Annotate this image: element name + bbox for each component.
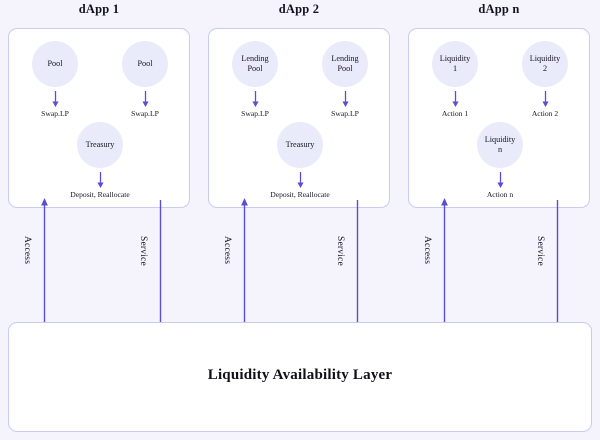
down-arrow-icon [51, 91, 60, 108]
node-label-line1: Treasury [85, 140, 115, 150]
dapp-title-2: dApp 2 [278, 2, 320, 16]
node-liquidity-n: Liquidity n [477, 122, 523, 168]
node-label-line2: Pool [337, 64, 353, 73]
connector-service-1 [155, 200, 166, 341]
arrow-label-deposit-reallocate-2: Deposit, Reallocate [270, 190, 330, 199]
node-label-line1: Lending [241, 54, 269, 64]
liquidity-availability-layer-box: Liquidity Availability Layer [8, 322, 592, 432]
connector-label-service-1: Service [138, 236, 148, 266]
node-label-line1: Liquidity [529, 54, 561, 64]
node-liquidity-1: Liquidity 1 [432, 41, 478, 87]
node-label-line1: Liquidity [439, 54, 471, 64]
down-arrow-icon [341, 91, 350, 108]
node-pool-1a: Pool [32, 41, 78, 87]
node-label-line1: Pool [137, 59, 153, 69]
connector-service-2 [352, 200, 363, 341]
node-label-line1: Lending [331, 54, 359, 64]
node-treasury-2: Treasury [277, 122, 323, 168]
node-lending-pool-2b: Lending Pool [322, 41, 368, 87]
liquidity-availability-layer-title: Liquidity Availability Layer [207, 367, 393, 383]
down-arrow-icon [296, 172, 305, 189]
arrow-label-action-n: Action n [486, 190, 514, 199]
dapp-title-1: dApp 1 [78, 2, 120, 16]
down-arrow-icon [451, 91, 460, 108]
arrow-label-swap-lp-2a: Swap.LP [241, 109, 269, 118]
arrow-label-deposit-reallocate-1: Deposit, Reallocate [70, 190, 130, 199]
down-arrow-icon [251, 91, 260, 108]
node-pool-1b: Pool [122, 41, 168, 87]
down-arrow-icon [541, 91, 550, 108]
node-treasury-1: Treasury [77, 122, 123, 168]
down-arrow-icon [141, 91, 150, 108]
arrow-label-swap-lp-1a: Swap.LP [41, 109, 69, 118]
arrow-label-swap-lp-1b: Swap.LP [131, 109, 159, 118]
node-label-line2: 2 [542, 64, 548, 73]
node-label-line1: Liquidity [484, 135, 516, 145]
arrow-label-action-2: Action 2 [531, 109, 559, 118]
dapp-panel-3: Liquidity 1 Action 1 Liquidity 2 Action … [408, 28, 590, 208]
node-label-line1: Pool [47, 59, 63, 69]
connector-access-3 [439, 196, 450, 341]
connector-label-service-3: Service [535, 236, 545, 266]
node-liquidity-2: Liquidity 2 [522, 41, 568, 87]
dapp-panel-2: Lending Pool Swap.LP Lending Pool Swap.L… [208, 28, 390, 208]
connector-label-access-1: Access [22, 236, 32, 265]
arrow-label-swap-lp-2b: Swap.LP [331, 109, 359, 118]
node-label-line2: Pool [247, 64, 263, 73]
connector-service-3 [552, 200, 563, 341]
connector-label-access-2: Access [222, 236, 232, 265]
connector-access-1 [39, 196, 50, 341]
connector-label-access-3: Access [422, 236, 432, 265]
dapp-panel-1: Pool Swap.LP Pool Swap.LP Treasury [8, 28, 190, 208]
node-label-line2: n [497, 145, 503, 154]
dapp-title-3: dApp n [478, 2, 520, 16]
down-arrow-icon [496, 172, 505, 189]
connector-label-service-2: Service [335, 236, 345, 266]
node-label-line1: Treasury [285, 140, 315, 150]
connector-access-2 [239, 196, 250, 341]
down-arrow-icon [96, 172, 105, 189]
node-lending-pool-2a: Lending Pool [232, 41, 278, 87]
node-label-line2: 1 [452, 64, 458, 73]
arrow-label-action-1: Action 1 [441, 109, 469, 118]
